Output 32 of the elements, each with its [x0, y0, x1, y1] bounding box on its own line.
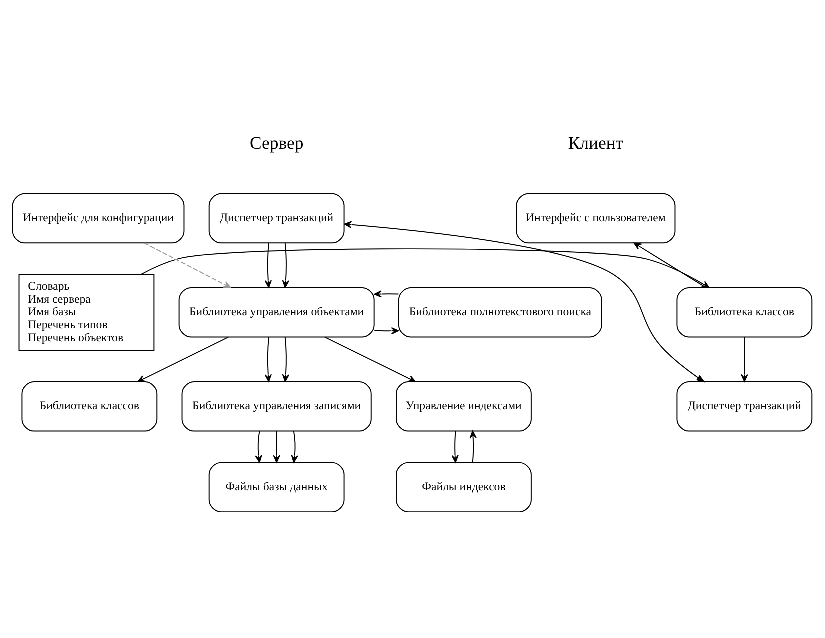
arrow — [470, 430, 477, 463]
node-box: Управление индексами — [396, 381, 532, 432]
node-box: Библиотека классов — [676, 286, 813, 338]
node-box: Библиотека управления записями — [182, 381, 372, 432]
node-box: Интерфейс для конфигурации — [12, 192, 185, 244]
node-box: Библиотека полнотекстового поиска — [398, 286, 602, 338]
arrow — [324, 336, 416, 382]
arrow — [138, 336, 230, 382]
node-box: Файлы индексов — [396, 462, 532, 512]
node-box: Словарь Имя сервера Имя базы Перечень типов Перечень объектов — [18, 274, 155, 351]
label: Сервер — [250, 132, 304, 153]
arrow — [282, 336, 290, 382]
label: Клиент — [568, 132, 624, 153]
arrow — [634, 242, 707, 288]
arrow — [452, 430, 459, 463]
node-box: Библиотека управления объектами — [178, 286, 375, 338]
arrow — [144, 242, 232, 288]
arrow — [282, 242, 290, 288]
arrow — [344, 220, 706, 382]
arrow — [264, 336, 272, 382]
arrow — [264, 242, 272, 288]
arrow — [255, 430, 262, 463]
arrow — [741, 336, 748, 382]
node-box: Файлы базы данных — [208, 462, 345, 512]
arrow — [291, 430, 298, 463]
node-box: Библиотека классов — [22, 381, 158, 432]
node-box: Диспетчер транзакций — [208, 192, 345, 244]
arrow — [374, 290, 400, 298]
node-box: Интерфейс с пользователем — [516, 192, 676, 244]
node-box: Диспетчер транзакций — [676, 381, 813, 432]
arrow — [273, 430, 280, 463]
arrow — [374, 326, 400, 334]
